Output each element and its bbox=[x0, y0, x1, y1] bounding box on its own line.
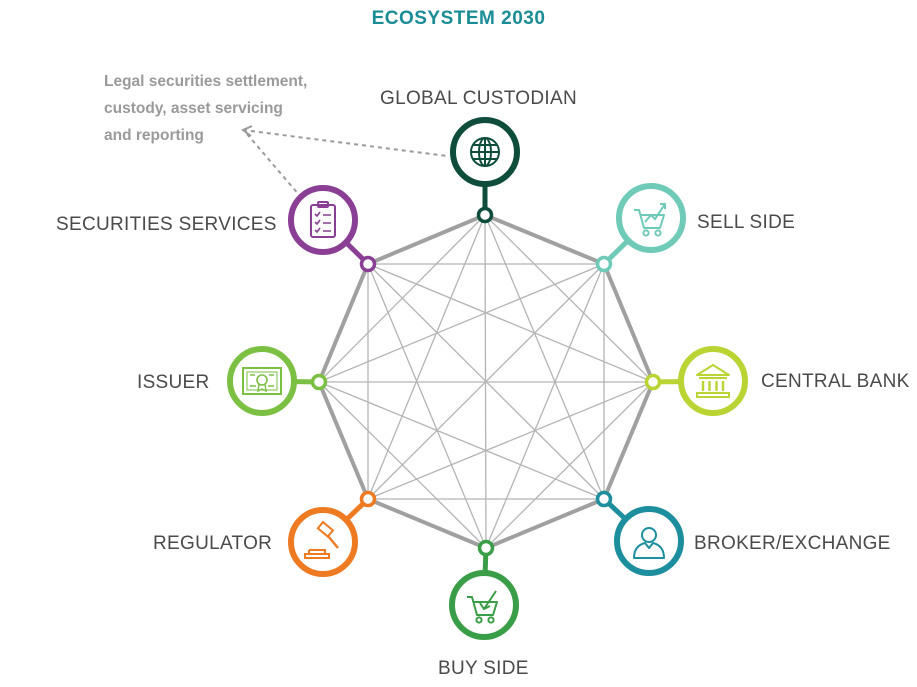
node-circle bbox=[678, 346, 748, 416]
node-label-central-bank: CENTRAL BANK bbox=[761, 371, 910, 392]
annotation-dashed-line bbox=[242, 129, 448, 197]
globe-icon bbox=[470, 137, 500, 167]
network-link bbox=[484, 214, 605, 500]
network-link bbox=[367, 214, 486, 500]
node-connector bbox=[345, 501, 366, 521]
node-central-bank bbox=[644, 346, 748, 416]
node-circle bbox=[288, 185, 358, 255]
node-sell-side bbox=[595, 183, 686, 273]
node-circle bbox=[616, 183, 686, 253]
node-connector bbox=[606, 501, 626, 520]
node-label-issuer: ISSUER bbox=[137, 372, 210, 393]
node-connector bbox=[345, 241, 366, 262]
vertex-ring bbox=[310, 373, 328, 391]
node-connector bbox=[482, 553, 489, 572]
network-link bbox=[367, 263, 487, 549]
node-circle bbox=[227, 346, 297, 416]
vertex-ring bbox=[644, 373, 662, 391]
node-label-broker-exchange: BROKER/EXCHANGE bbox=[694, 533, 891, 554]
node-label-securities-services: SECURITIES SERVICES bbox=[56, 214, 277, 235]
node-issuer bbox=[227, 346, 328, 416]
network-link bbox=[318, 381, 487, 549]
annotation-arrowhead bbox=[241, 125, 253, 137]
node-circle bbox=[288, 507, 358, 577]
node-securities-services bbox=[288, 185, 377, 273]
node-connector bbox=[606, 239, 629, 262]
node-label-sell-side: SELL SIDE bbox=[697, 212, 796, 233]
annotation-connector bbox=[241, 125, 448, 197]
node-label-buy-side: BUY SIDE bbox=[438, 658, 529, 679]
node-layer bbox=[227, 117, 748, 640]
vertex-ring bbox=[476, 206, 494, 224]
annotation-line: Legal securities settlement, bbox=[104, 73, 308, 90]
custodian-annotation: Legal securities settlement, custody, as… bbox=[104, 68, 364, 149]
network-link bbox=[367, 381, 654, 500]
vertex-ring bbox=[595, 490, 613, 508]
vertex-ring bbox=[359, 255, 377, 273]
network-link bbox=[485, 263, 605, 549]
node-label-regulator: REGULATOR bbox=[153, 533, 273, 554]
node-buy-side bbox=[449, 539, 519, 640]
network-link bbox=[318, 381, 605, 500]
node-broker-exchange bbox=[595, 490, 684, 576]
vertex-ring bbox=[359, 490, 377, 508]
node-global-custodian bbox=[450, 117, 520, 224]
annotation-line: custody, asset servicing bbox=[104, 100, 283, 117]
vertex-ring bbox=[477, 539, 495, 557]
node-label-global-custodian: GLOBAL CUSTODIAN bbox=[380, 88, 577, 109]
node-circle bbox=[449, 570, 519, 640]
network-link bbox=[367, 263, 605, 500]
vertex-ring bbox=[595, 255, 613, 273]
annotation-line: and reporting bbox=[104, 127, 204, 144]
diagram-title: ECOSYSTEM 2030 bbox=[371, 8, 546, 29]
network-mesh bbox=[317, 213, 655, 550]
network-link bbox=[367, 263, 654, 383]
network-link bbox=[318, 263, 605, 383]
node-regulator bbox=[288, 490, 377, 577]
